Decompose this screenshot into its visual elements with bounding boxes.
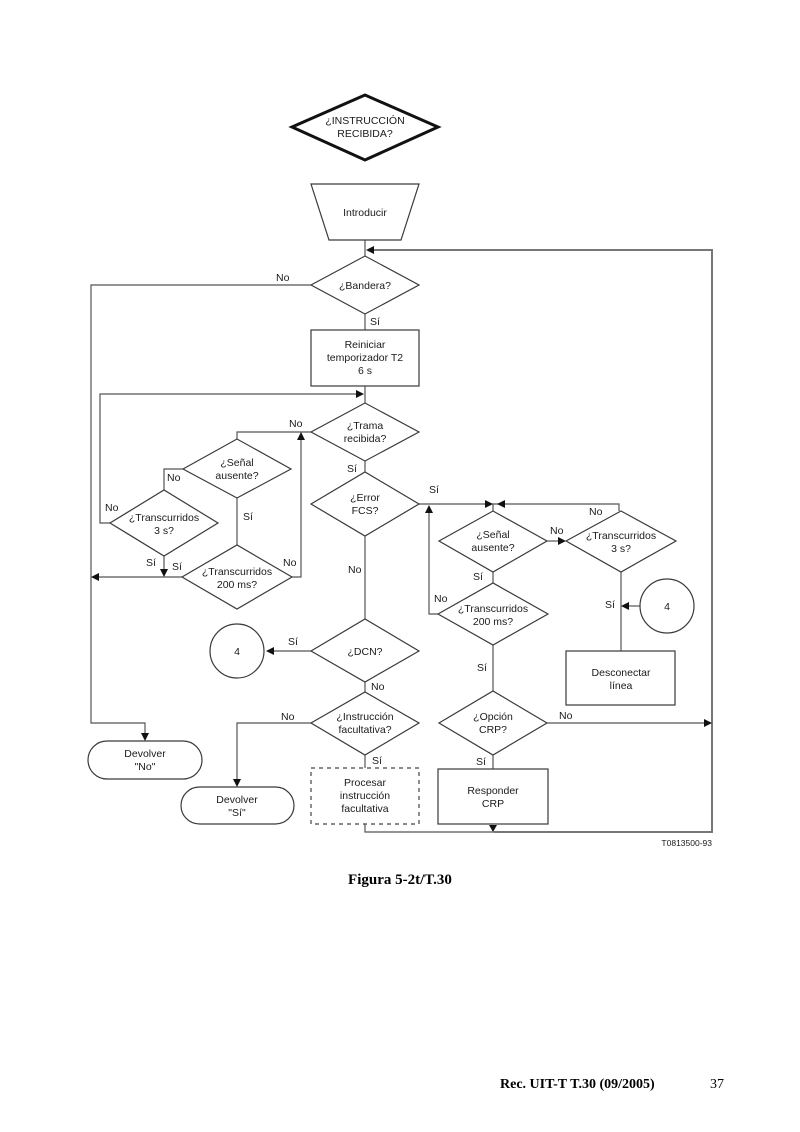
label-trans200-left-no: No <box>283 557 297 569</box>
label-instr-no: No <box>281 711 295 723</box>
label-crp-no: No <box>559 710 573 722</box>
page-footer: Rec. UIT-T T.30 (09/2005) 37 <box>500 1077 724 1093</box>
page-number: 37 <box>710 1077 724 1092</box>
label-error-no: No <box>348 564 362 576</box>
connector-4-left-text: 4 <box>234 646 240 658</box>
introducir-input <box>310 183 420 241</box>
label-trans200-right-no: No <box>434 593 448 605</box>
arrowhead <box>141 733 149 741</box>
label-instr-si: Sí <box>372 755 382 767</box>
label-trans3-right-si: Sí <box>605 599 615 611</box>
label-senal-right-no: No <box>550 525 564 537</box>
label-senal-left-no: No <box>167 472 181 484</box>
label-trama-si: Sí <box>347 463 357 475</box>
label-senal-right-si: Sí <box>473 571 483 583</box>
label-trans3-right-no: No <box>589 506 603 518</box>
arrowhead <box>704 719 712 727</box>
arrowhead <box>366 246 374 254</box>
introducir-text: Introducir <box>343 207 387 219</box>
arrowhead <box>297 432 305 440</box>
arrowhead <box>266 647 274 655</box>
responder-crp-process <box>437 768 549 825</box>
arrowhead <box>425 505 433 513</box>
edge-instr-no <box>236 722 311 783</box>
edge-senal-left-no <box>163 468 183 490</box>
arrowhead <box>160 569 168 577</box>
edge-bandera-no <box>90 284 311 737</box>
senal-right-decision <box>437 510 549 573</box>
arrowhead <box>91 573 99 581</box>
label-error-si: Sí <box>429 484 439 496</box>
connector-4-right-text: 4 <box>664 601 670 613</box>
footer-reference: Rec. UIT-T T.30 (09/2005) <box>500 1077 655 1092</box>
edge-trans200-right-no <box>428 509 438 615</box>
arrowhead <box>558 537 566 545</box>
label-trans3-left-si: Sí <box>146 557 156 569</box>
arrowhead <box>621 602 629 610</box>
label-dcn-si: Sí <box>288 636 298 648</box>
opcion-crp-decision <box>437 690 549 756</box>
arrowhead <box>489 825 497 832</box>
connector-4-right <box>639 578 695 634</box>
label-trans200-left-si: Sí <box>172 561 182 573</box>
reiniciar-process <box>310 329 420 387</box>
arrowhead <box>497 500 505 508</box>
label-trans200-right-si: Sí <box>477 662 487 674</box>
devolver-si-text: Devolver"Sí" <box>216 794 258 819</box>
connector-lines <box>90 240 713 833</box>
edge-trans200-left-no <box>292 436 302 578</box>
devolver-si-terminal <box>180 786 295 825</box>
trans200-right-decision <box>436 582 550 646</box>
trans200-left-decision <box>180 544 294 610</box>
label-bandera-no: No <box>276 272 290 284</box>
label-crp-si: Sí <box>476 756 486 768</box>
edge-main-loop-right <box>370 249 713 833</box>
arrowhead <box>233 779 241 787</box>
dcn-text: ¿DCN? <box>347 646 382 658</box>
label-trama-no: No <box>289 418 303 430</box>
start-decision <box>288 93 442 162</box>
label-trans3-left-no: No <box>105 502 119 514</box>
figure-caption: Figura 5-2t/T.30 <box>348 872 452 888</box>
label-senal-left-si: Sí <box>243 511 253 523</box>
devolver-no-terminal <box>87 740 203 780</box>
devolver-no-text: Devolver"No" <box>124 748 166 773</box>
connector-4-left <box>209 623 265 679</box>
desconectar-process <box>565 650 676 706</box>
edge-procesar-out <box>364 824 494 833</box>
instr-facultativa-decision <box>309 691 421 756</box>
figure-code: T0813500-93 <box>661 838 712 848</box>
label-dcn-no: No <box>371 681 385 693</box>
error-fcs-decision <box>309 471 421 537</box>
procesar-process <box>310 767 420 825</box>
trans3-right-decision <box>564 510 678 573</box>
trans3-left-decision <box>108 489 220 557</box>
edge-trans3-left-no-loop <box>99 393 360 524</box>
label-bandera-si: Sí <box>370 316 380 328</box>
bandera-decision <box>309 255 421 315</box>
bandera-text: ¿Bandera? <box>339 280 391 292</box>
edge-labels: No Sí No Sí No Sí No Sí Sí No Sí No No S… <box>105 272 615 768</box>
senal-left-decision <box>181 438 293 499</box>
arrowhead <box>485 500 493 508</box>
arrowhead <box>356 390 364 398</box>
trama-decision <box>309 402 421 462</box>
dcn-decision <box>309 618 421 683</box>
